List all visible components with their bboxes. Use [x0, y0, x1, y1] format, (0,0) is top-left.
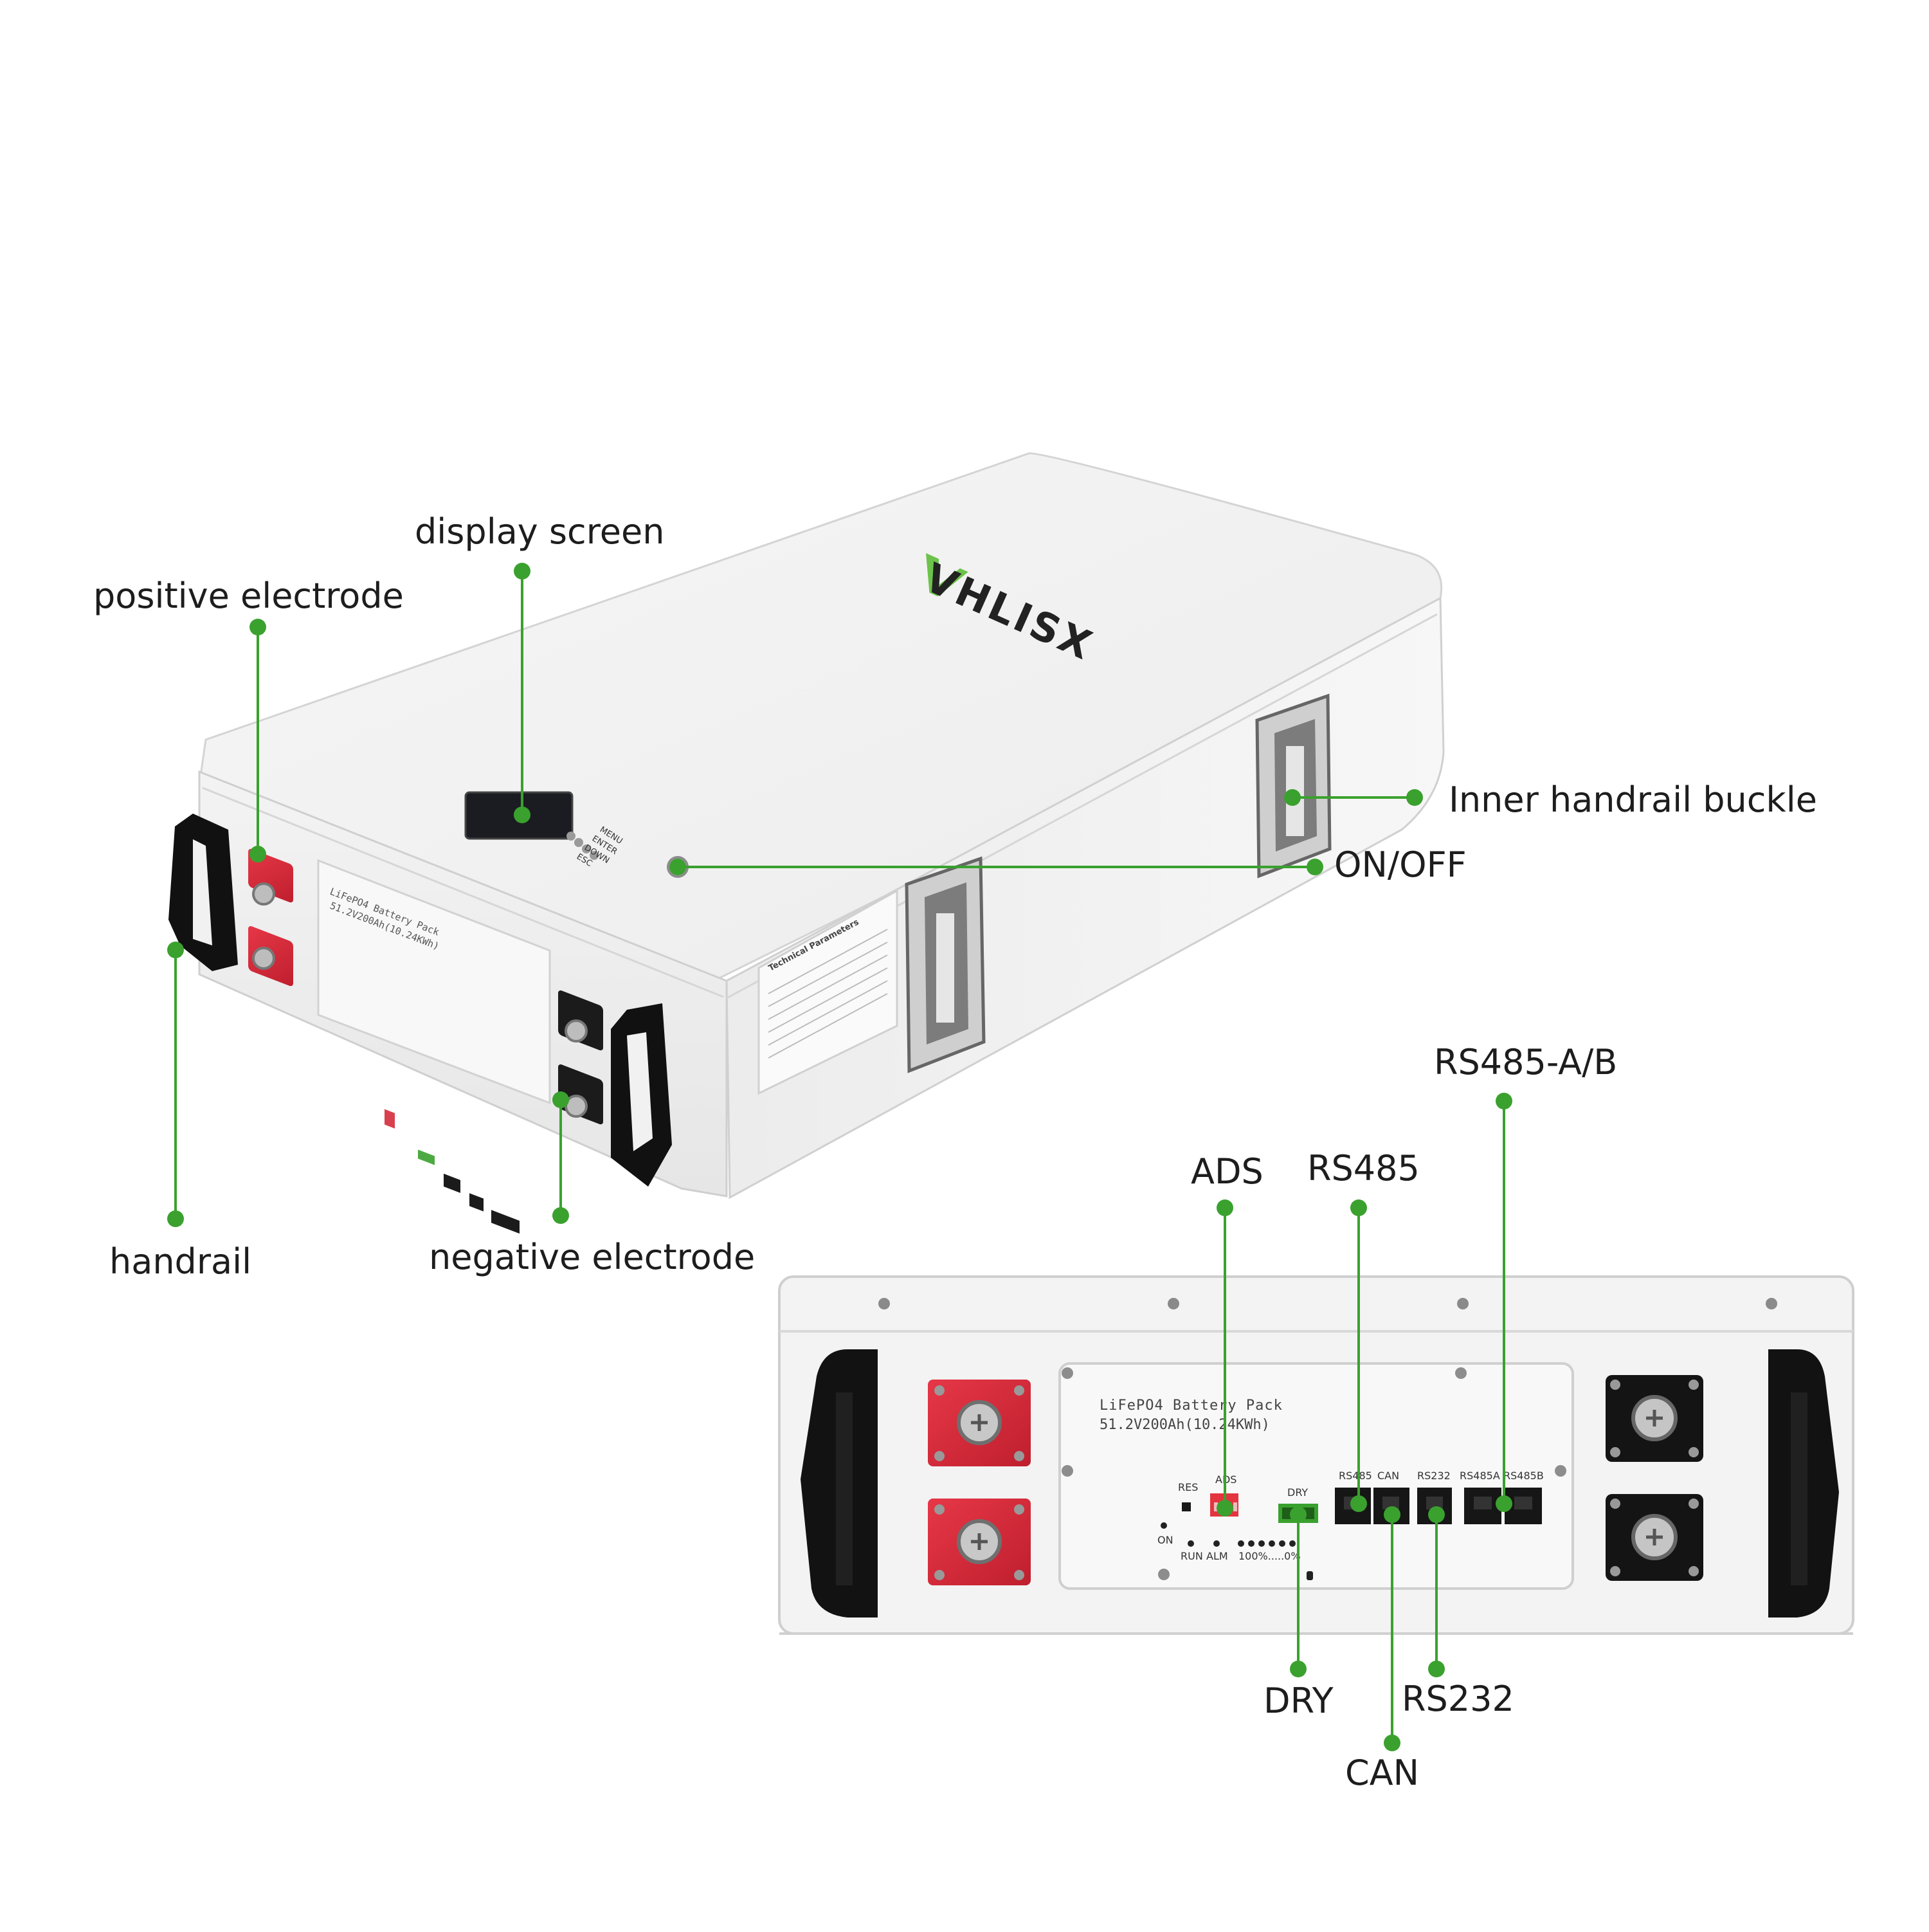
silk-soc: 100%.....0% [1238, 1550, 1301, 1562]
menu-buttons[interactable] [566, 832, 599, 860]
io-panel-title-2: 51.2V200Ah(10.24KWh) [1100, 1417, 1270, 1433]
led-row [1188, 1540, 1296, 1547]
res-button[interactable] [1182, 1502, 1191, 1511]
label-inner-handrail-buckle: Inner handrail buckle [1449, 779, 1817, 820]
front-positive-terminal-top [928, 1380, 1031, 1466]
inner-handrail-buckle-1[interactable] [1255, 693, 1332, 879]
silk-run: RUN [1181, 1550, 1203, 1562]
label-positive-electrode: positive electrode [93, 576, 404, 616]
silk-alm: ALM [1206, 1550, 1228, 1562]
silk-rs485b: RS485B [1503, 1470, 1544, 1482]
label-can: CAN [1345, 1753, 1420, 1793]
silk-res: RES [1178, 1481, 1198, 1493]
front-io-panel [1058, 1362, 1574, 1590]
battery-front-view: LiFePO4 Battery Pack 51.2V200Ah(10.24KWh… [778, 1275, 1854, 1635]
brand-logo-mark [926, 553, 968, 597]
label-on-off: ON/OFF [1334, 844, 1467, 885]
silk-rs232: RS232 [1417, 1470, 1451, 1482]
label-display-screen: display screen [415, 511, 665, 552]
inner-handrail-buckle-2[interactable] [905, 856, 986, 1073]
io-panel-title-1: LiFePO4 Battery Pack [1100, 1398, 1283, 1414]
label-rs485-ab: RS485-A/B [1434, 1042, 1618, 1082]
label-dry: DRY [1263, 1681, 1334, 1721]
technical-parameters-plate [757, 889, 898, 1095]
label-ads: ADS [1191, 1151, 1263, 1192]
label-rs232: RS232 [1402, 1679, 1514, 1719]
battery-angled-view: MENU ENTER DOWN ESC VHLISX LiFePO4 Batte… [168, 452, 1445, 1234]
callout-dots [167, 563, 1512, 1751]
callout-lines [174, 571, 1505, 1743]
front-negative-terminal-top [1606, 1375, 1703, 1462]
silk-dry: DRY [1287, 1486, 1308, 1499]
silk-can: CAN [1377, 1470, 1399, 1482]
silk-rs485a: RS485A [1460, 1470, 1500, 1482]
led-on [1161, 1522, 1167, 1529]
front-io-plate [317, 859, 551, 1105]
silk-rs485: RS485 [1339, 1470, 1372, 1482]
battery-top-surface [198, 452, 1443, 985]
label-negative-electrode: negative electrode [429, 1237, 756, 1277]
label-handrail: handrail [109, 1241, 252, 1282]
front-positive-terminal-bottom [928, 1499, 1031, 1585]
front-negative-terminal-bottom [1606, 1494, 1703, 1581]
label-rs485: RS485 [1307, 1148, 1420, 1189]
silk-on: ON [1157, 1534, 1173, 1546]
